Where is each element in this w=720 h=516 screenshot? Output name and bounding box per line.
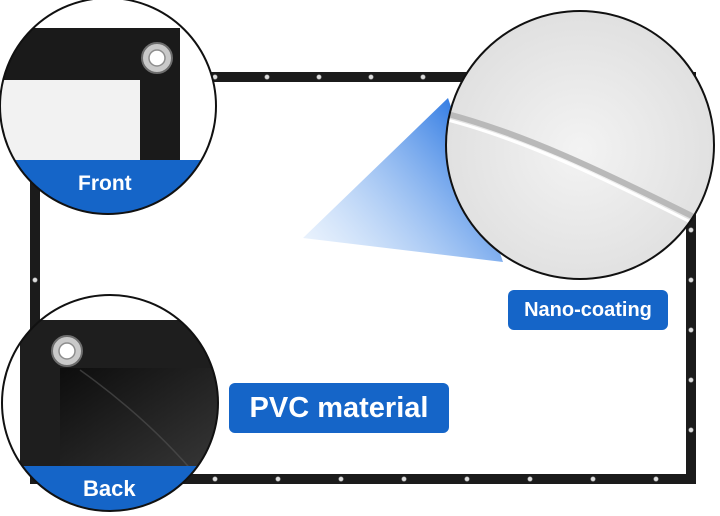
grommet xyxy=(590,476,596,482)
grommet xyxy=(688,327,694,333)
nano-coating-zoom-circle xyxy=(445,10,715,280)
front-label: Front xyxy=(78,172,132,195)
grommet xyxy=(32,277,38,283)
grommet xyxy=(653,476,659,482)
grommet xyxy=(527,476,533,482)
grommet xyxy=(420,74,426,80)
grommet xyxy=(688,427,694,433)
back-zoom-circle xyxy=(1,294,219,512)
grommet xyxy=(275,476,281,482)
grommet xyxy=(338,476,344,482)
front-zoom-circle xyxy=(0,0,217,215)
grommet xyxy=(264,74,270,80)
grommet xyxy=(401,476,407,482)
grommet xyxy=(316,74,322,80)
back-label: Back xyxy=(83,476,136,501)
grommet xyxy=(212,476,218,482)
grommet xyxy=(464,476,470,482)
nano-coating-badge: Nano-coating xyxy=(508,290,668,330)
grommet xyxy=(688,227,694,233)
frame-grommets xyxy=(32,74,694,482)
grommet xyxy=(368,74,374,80)
pvc-material-badge: PVC material xyxy=(229,383,449,433)
grommet xyxy=(688,277,694,283)
grommet xyxy=(688,377,694,383)
